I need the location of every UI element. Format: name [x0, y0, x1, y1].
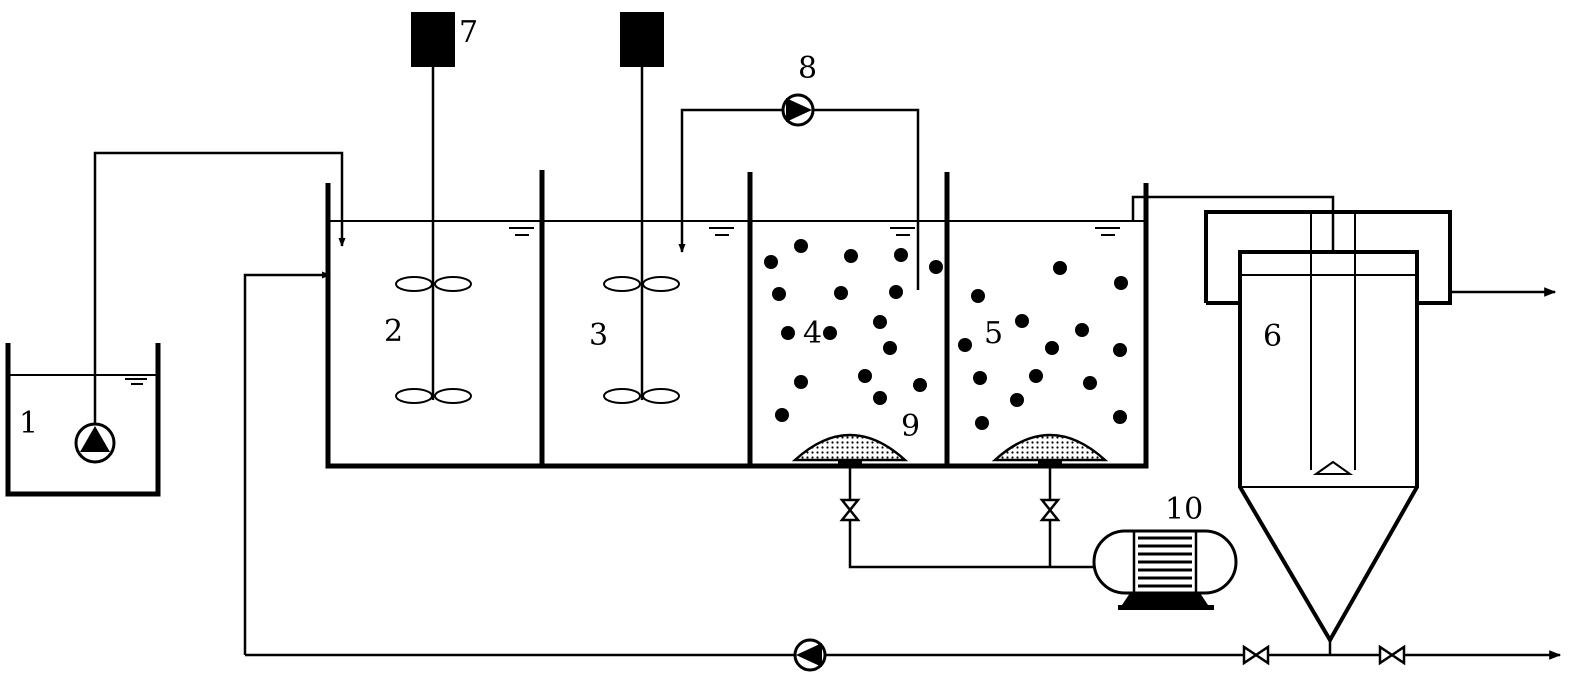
label-5: 5 — [984, 316, 1003, 351]
air-blower-icon — [1092, 529, 1238, 610]
valve-icon — [1378, 644, 1406, 666]
aerator-5-icon — [991, 433, 1109, 466]
sludge-return-pump-icon — [793, 638, 827, 672]
stirrer-motor-icon — [411, 12, 455, 67]
valve-icon — [1039, 498, 1061, 522]
settler-tank — [1204, 210, 1452, 644]
carrier-particles — [764, 239, 1128, 430]
water-level-icon — [125, 378, 147, 385]
internal-recycle-pipe — [678, 108, 920, 290]
feed-pipe — [93, 151, 346, 424]
label-1: 1 — [19, 406, 38, 441]
aerator-4-icon — [791, 433, 909, 466]
sludge-line — [245, 640, 1562, 660]
label-4: 4 — [803, 316, 822, 351]
reactor-vessel — [325, 170, 1149, 469]
label-6: 6 — [1263, 319, 1282, 354]
label-3: 3 — [589, 318, 608, 353]
stirrer-motor-icon — [620, 12, 664, 67]
stirrer-3 — [603, 12, 680, 404]
stirrer-2 — [395, 12, 472, 404]
water-level-icon — [509, 227, 1120, 236]
valve-icon — [1242, 644, 1270, 666]
label-9: 9 — [901, 409, 920, 444]
label-7: 7 — [459, 15, 478, 50]
recycle-pump-icon — [781, 93, 815, 127]
label-10: 10 — [1165, 492, 1203, 527]
sludge-return-pipe — [243, 271, 331, 655]
valve-icon — [839, 498, 861, 522]
air-supply-lines — [848, 466, 1095, 569]
label-2: 2 — [384, 314, 403, 349]
feed-pump-icon — [74, 422, 116, 464]
influent-tank: 1 — [5, 343, 161, 497]
label-8: 8 — [798, 51, 817, 86]
settler-feed-pipe — [1131, 195, 1337, 259]
